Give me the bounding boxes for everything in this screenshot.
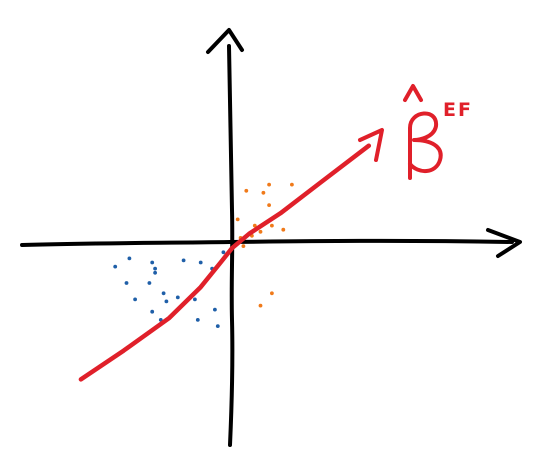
label-hat-glyph [403, 84, 423, 102]
scatter-point [150, 309, 155, 314]
scatter-point [133, 297, 138, 302]
scatter-series-negative [113, 250, 226, 328]
y-axis [227, 44, 235, 447]
fit-line [78, 143, 372, 382]
x-axis [20, 238, 514, 247]
scatter-point [198, 260, 203, 265]
scatter-point [113, 264, 118, 269]
scatter-point [213, 307, 217, 312]
label-superscript-ef: EF [443, 99, 473, 121]
scatter-point [181, 258, 186, 263]
scatter-point [258, 229, 263, 234]
scatter-point [270, 291, 274, 296]
scatter-point [153, 266, 158, 271]
scatter-point [258, 303, 263, 308]
scatter-point [150, 260, 155, 265]
scatter-point [244, 188, 249, 193]
scatter-point [124, 281, 129, 285]
scatter-point [175, 295, 180, 300]
scatter-point [281, 227, 286, 232]
scatter-point [267, 182, 271, 187]
scatter-point [127, 256, 132, 261]
scatter-point [164, 299, 169, 304]
scatter-point [267, 203, 271, 208]
scatter-point [290, 182, 294, 187]
scatter-point [221, 250, 226, 255]
beta-glyph [408, 111, 443, 180]
scatter-point [261, 190, 266, 195]
y-axis-arrowhead [206, 28, 244, 54]
scatter-point [252, 223, 257, 228]
beta-hat-ef-label: EF [358, 84, 473, 180]
scatter-point [153, 270, 158, 275]
scatter-point [193, 297, 197, 302]
x-axis-arrowhead [486, 228, 522, 258]
scatter-point [147, 281, 152, 285]
scatter-point [195, 318, 200, 322]
label-pointer-stroke [358, 128, 384, 162]
scatter-point [270, 223, 274, 228]
scatter-point [161, 291, 166, 296]
scatter-point [241, 244, 246, 249]
scatter-point [215, 324, 220, 328]
scatter-point [235, 217, 240, 222]
